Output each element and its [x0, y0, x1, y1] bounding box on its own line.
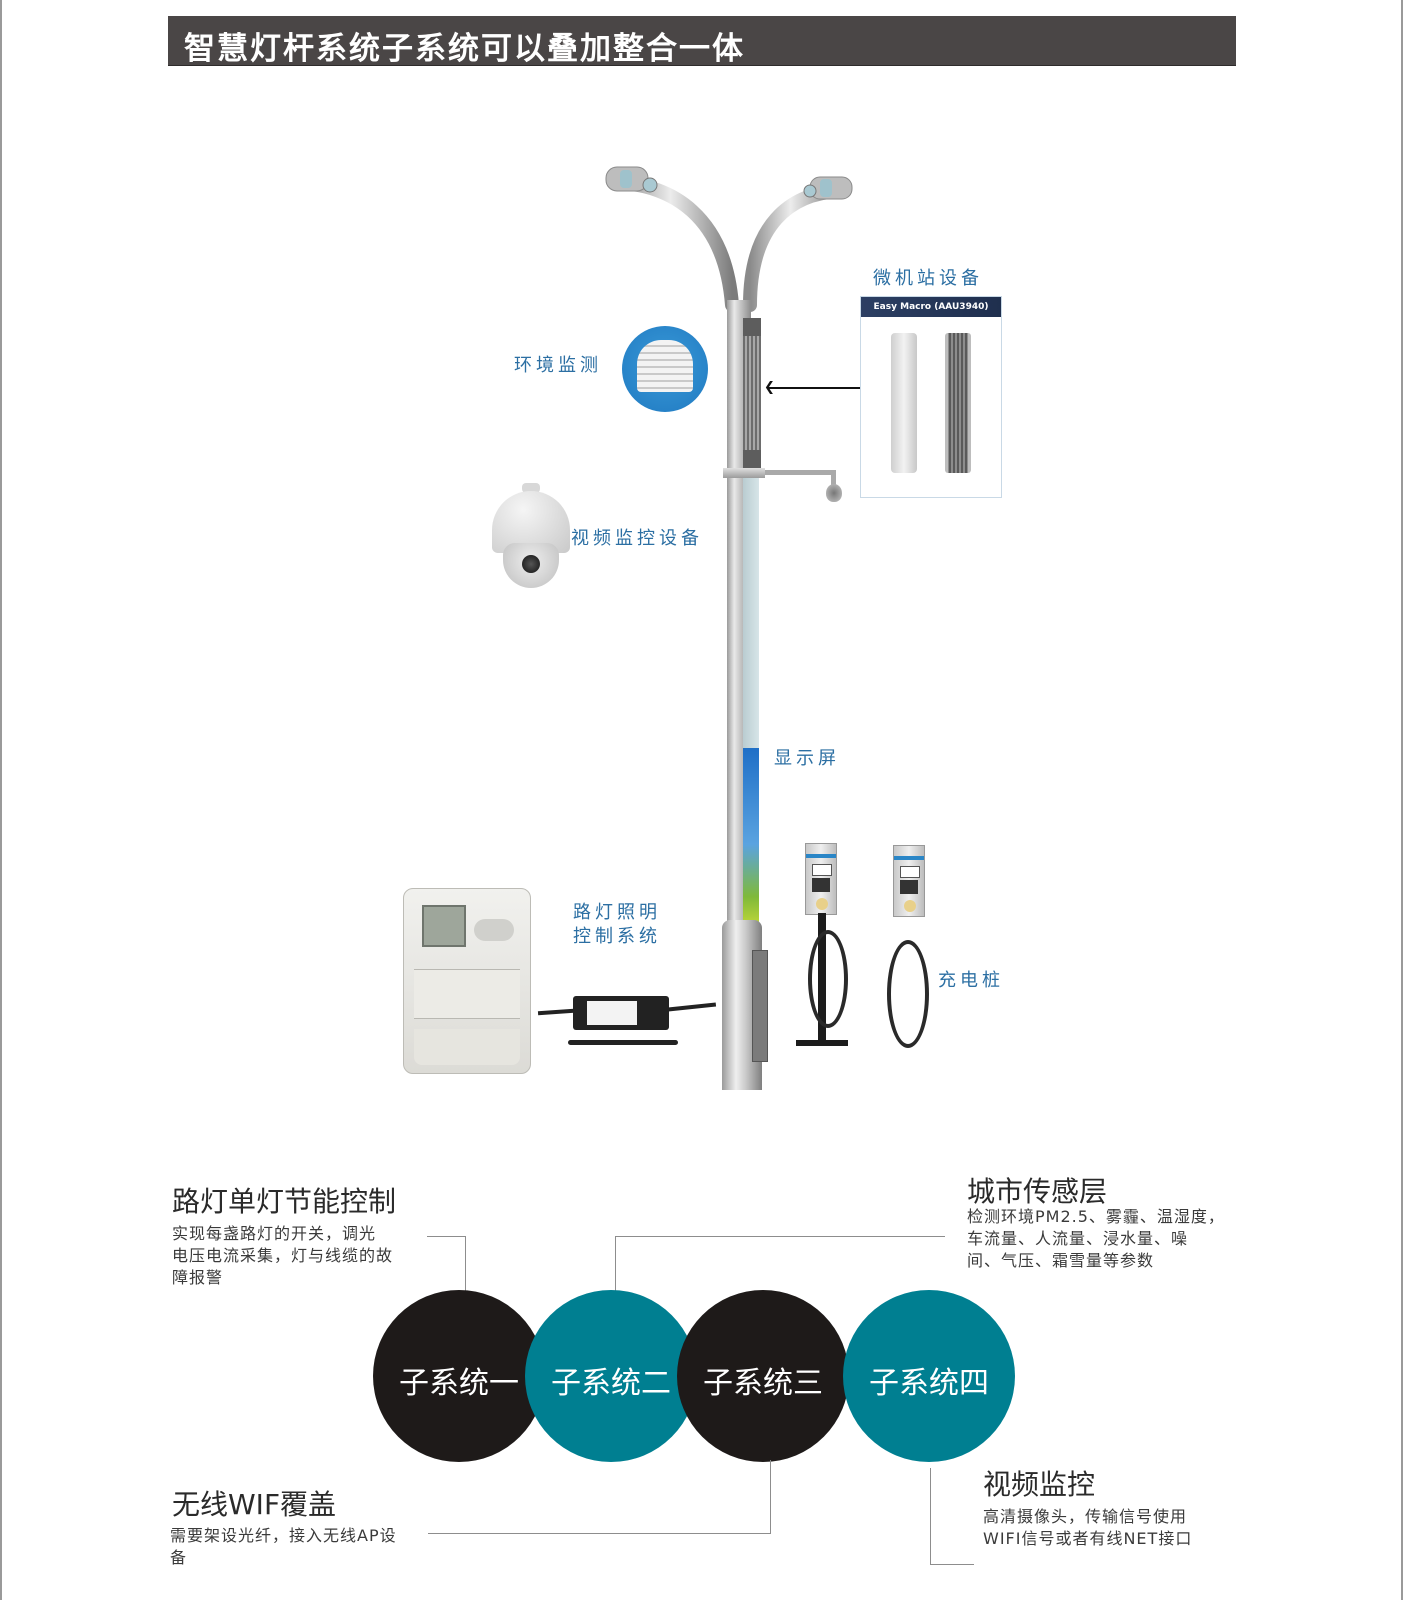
- connector-3-h: [428, 1533, 771, 1534]
- title-banner: 智慧灯杆系统子系统可以叠加整合一体: [168, 16, 1236, 67]
- subsystem-2-circle-label: 子系统二: [551, 1366, 671, 1401]
- subsystem-3-circle-label: 子系统三: [703, 1366, 823, 1401]
- label-environment-monitoring: 环境监测: [514, 355, 602, 376]
- label-charging-pile: 充电桩: [938, 970, 1004, 991]
- connector-3-v: [770, 1460, 771, 1533]
- label-lighting-control-2: 控制系统: [573, 926, 661, 947]
- relay-cable-right: [667, 1002, 717, 1012]
- page-border-right: [1401, 0, 1403, 1600]
- camera-arm: [765, 470, 835, 475]
- subsystem-2-title: 城市传感层: [967, 1175, 1108, 1208]
- relay-cable-left: [537, 1008, 575, 1016]
- weather-shield-icon: [637, 340, 693, 392]
- relay-antenna-icon: [568, 1040, 678, 1045]
- arrow-head-icon: ❮: [764, 380, 775, 395]
- connector-1-h: [427, 1236, 465, 1237]
- subsystem-2-desc: 检测环境PM2.5、雾霾、温湿度， 车流量、人流量、浸水量、噪 间、气压、霜雪量…: [967, 1207, 1225, 1270]
- subsystem-4-title: 视频监控: [983, 1468, 1096, 1501]
- label-lighting-control-1: 路灯照明: [573, 902, 661, 923]
- single-lamp-controller-icon: [573, 996, 669, 1030]
- pole-camera-icon: [826, 484, 842, 502]
- label-micro-base-station: 微机站设备: [873, 268, 983, 289]
- subsystem-4-desc: 高清摄像头，传输信号使用 WIFI信号或者有线NET接口: [983, 1507, 1193, 1548]
- charger-2-cable: [887, 940, 929, 1048]
- subsystem-1-circle-label: 子系统一: [399, 1366, 519, 1401]
- aau-unit-front-icon: [891, 333, 917, 473]
- charger-1-icon: [805, 843, 837, 915]
- subsystem-1-title: 路灯单灯节能控制: [172, 1185, 397, 1218]
- subsystem-3-circle: 子系统三: [677, 1290, 849, 1462]
- label-display-screen: 显示屏: [774, 748, 840, 769]
- connector-2-v: [615, 1236, 616, 1292]
- connector-2-h: [615, 1236, 945, 1237]
- subsystem-2-circle: 子系统二: [525, 1290, 697, 1462]
- subsystem-4-circle: 子系统四: [843, 1290, 1015, 1462]
- connector-1-v: [465, 1236, 466, 1292]
- pole-charging-panel: [752, 950, 768, 1062]
- pole-mount-band: [723, 468, 765, 478]
- label-video-surveillance-device: 视频监控设备: [571, 528, 703, 549]
- subsystem-3-title: 无线WIF覆盖: [172, 1488, 337, 1521]
- lamp-arms-icon: [605, 166, 853, 312]
- subsystem-4-circle-label: 子系统四: [869, 1366, 989, 1401]
- camera-arm-drop: [831, 470, 836, 486]
- pole-display-screen: [743, 748, 759, 923]
- charger-1-cable: [808, 930, 848, 1028]
- page-border-left: [0, 0, 2, 1600]
- dome-camera-icon: [492, 483, 570, 588]
- micro-base-station-panel: Easy Macro (AAU3940): [860, 296, 1002, 498]
- subsystem-3-desc: 需要架设光纤，接入无线AP设 备: [170, 1526, 397, 1567]
- charger-1-base: [796, 1040, 848, 1046]
- connector-4-h: [930, 1564, 974, 1565]
- pole-glass-section: [743, 478, 759, 748]
- subsystem-1-desc: 实现每盏路灯的开关，调光 电压电流采集，灯与线缆的故 障报警: [172, 1224, 394, 1287]
- charger-2-icon: [893, 845, 925, 917]
- arrow-to-pole: [768, 387, 860, 389]
- subsystem-1-circle: 子系统一: [373, 1290, 545, 1462]
- pole-antenna-module: [743, 318, 761, 468]
- concentrator-controller-icon: [403, 888, 531, 1074]
- aau-unit-open-icon: [945, 333, 971, 473]
- page-title: 智慧灯杆系统子系统可以叠加整合一体: [184, 31, 745, 67]
- micro-base-station-model: Easy Macro (AAU3940): [861, 297, 1001, 317]
- connector-4-v: [930, 1468, 931, 1564]
